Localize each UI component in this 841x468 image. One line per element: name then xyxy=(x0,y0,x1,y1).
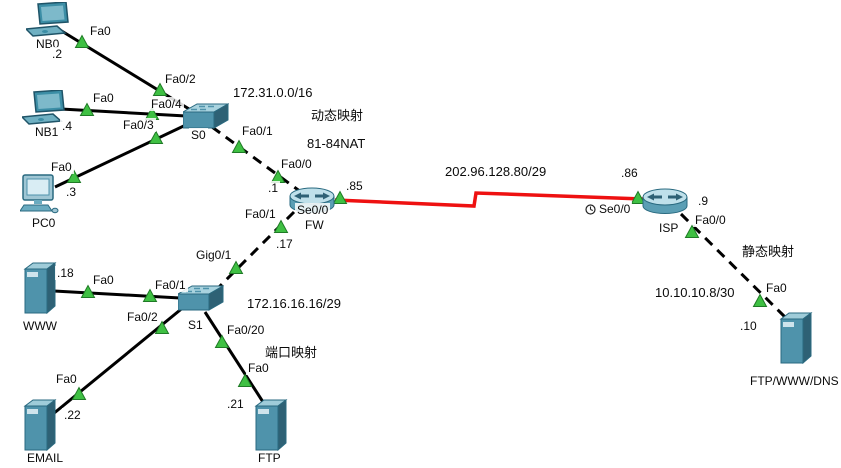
ip-label-fw-fa0-0: .1 xyxy=(266,181,281,195)
device-inet-server[interactable] xyxy=(779,312,813,369)
port-label-pc0-fa0: Fa0 xyxy=(49,160,74,174)
network-label-servernet: 10.10.10.8/30 xyxy=(653,285,737,300)
desktop-icon xyxy=(19,174,59,214)
port-label-s0-fa0-3: Fa0/3 xyxy=(121,118,156,132)
device-label-fw: FW xyxy=(303,218,326,232)
port-label-isp-se0-0: Se0/0 xyxy=(583,202,633,216)
device-s0-switch[interactable] xyxy=(181,103,230,134)
link-email-s1[interactable] xyxy=(52,304,186,416)
network-label-lan: 172.31.0.0/16 xyxy=(231,85,315,100)
status-up-triangle xyxy=(630,190,646,204)
ip-label-isp-fa0-0: .9 xyxy=(696,194,711,208)
device-label-pc0: PC0 xyxy=(30,216,58,230)
clock-icon xyxy=(585,203,596,215)
annotation-static-mapping: 静态映射 xyxy=(740,244,797,259)
port-label-fw-se0-0: Se0/0 xyxy=(295,203,331,217)
link-serial-fw-isp[interactable] xyxy=(334,191,644,208)
router-icon xyxy=(642,188,688,214)
port-label-www-fa0: Fa0 xyxy=(91,273,116,287)
status-up-triangle xyxy=(142,288,158,302)
port-label-ftp-fa0: Fa0 xyxy=(246,361,271,375)
ip-label-www: .18 xyxy=(55,266,76,280)
laptop-icon xyxy=(20,89,65,125)
device-s1-switch[interactable] xyxy=(176,285,225,316)
port-label-nb0-fa0: Fa0 xyxy=(88,24,113,38)
switch-icon xyxy=(176,285,225,311)
device-isp-router[interactable] xyxy=(641,187,689,222)
status-up-triangle xyxy=(273,219,289,233)
ip-label-pc0: .3 xyxy=(64,185,79,199)
server-icon xyxy=(23,262,57,315)
server-icon xyxy=(254,399,288,452)
port-label-s1-gig0-1: Gig0/1 xyxy=(194,248,234,262)
device-pc0-desktop[interactable] xyxy=(19,173,60,222)
switch-icon xyxy=(181,103,230,129)
link-www-s1[interactable] xyxy=(53,289,181,300)
device-www-server[interactable] xyxy=(23,262,57,319)
ip-label-isp-se0-0: .86 xyxy=(619,166,640,180)
port-label-nb1-fa0: Fa0 xyxy=(91,91,116,105)
status-up-triangle xyxy=(71,386,87,400)
port-label-s1-fa0-1: Fa0/1 xyxy=(153,278,188,292)
network-label-dmz: 172.16.16.16/29 xyxy=(245,296,343,311)
port-label-s0-fa0-1: Fa0/1 xyxy=(240,124,275,138)
link-s0-fw[interactable] xyxy=(211,125,302,194)
port-label-s1-fa0-20: Fa0/20 xyxy=(225,323,267,337)
status-up-triangle xyxy=(152,82,168,96)
ip-label-nb1: .4 xyxy=(60,119,75,133)
ip-label-fw-fa0-1: .17 xyxy=(274,237,295,251)
status-up-triangle xyxy=(752,293,768,307)
status-up-triangle xyxy=(74,34,90,48)
status-triangles xyxy=(66,34,768,400)
device-label-nb1: NB1 xyxy=(33,125,61,139)
port-label-s1-fa0-2: Fa0/2 xyxy=(125,310,160,324)
link-nb1-s0[interactable] xyxy=(60,107,187,118)
ip-label-nb0: .2 xyxy=(50,47,65,61)
link-s1-ftp[interactable] xyxy=(203,311,265,403)
status-up-triangle xyxy=(66,169,82,183)
device-ftp-server[interactable] xyxy=(254,399,288,456)
link-isp-inet-server[interactable] xyxy=(679,212,789,321)
server-icon xyxy=(779,312,813,365)
status-up-triangle xyxy=(148,130,164,144)
status-up-triangle xyxy=(79,102,95,116)
ip-label-fw-se0-0: .85 xyxy=(344,179,365,193)
ip-label-email: .22 xyxy=(62,408,83,422)
status-up-triangle xyxy=(332,190,348,204)
status-up-triangle xyxy=(684,224,700,238)
device-nb0-laptop[interactable] xyxy=(24,1,70,45)
status-up-triangle xyxy=(228,260,244,274)
annotation-nat-pool: 81-84NAT xyxy=(305,136,368,151)
device-label-s1: S1 xyxy=(186,318,205,332)
ip-label-inet: .10 xyxy=(738,319,759,333)
status-up-triangle xyxy=(80,284,96,298)
device-nb1-laptop[interactable] xyxy=(20,89,66,133)
port-label-email-fa0: Fa0 xyxy=(54,372,79,386)
device-label-www: WWW xyxy=(21,319,59,333)
port-label-fw-fa0-0: Fa0/0 xyxy=(279,157,314,171)
network-label-wan: 202.96.128.80/29 xyxy=(443,164,549,179)
ip-label-ftp: .21 xyxy=(225,397,246,411)
device-label-email: EMAIL xyxy=(25,451,66,465)
status-up-triangle xyxy=(214,334,230,348)
port-label-inet-fa0: Fa0 xyxy=(764,281,789,295)
device-label-ftp: FTP xyxy=(256,451,283,465)
laptop-icon xyxy=(24,1,69,37)
port-label-isp-fa0-0: Fa0/0 xyxy=(693,213,728,227)
annotation-dynamic-mapping: 动态映射 xyxy=(309,108,366,123)
port-label-fw-fa0-1: Fa0/1 xyxy=(243,207,278,221)
port-label-s0-fa0-2: Fa0/2 xyxy=(163,72,198,86)
port-label-s0-fa0-4: Fa0/4 xyxy=(149,97,184,111)
device-label-s0: S0 xyxy=(189,128,208,142)
port-label-isp-se0-0-text: Se0/0 xyxy=(599,202,631,216)
device-email-server[interactable] xyxy=(23,399,57,456)
annotation-port-mapping: 端口映射 xyxy=(263,345,320,360)
status-up-triangle xyxy=(231,139,247,153)
device-label-isp: ISP xyxy=(657,221,681,235)
status-up-triangle xyxy=(237,373,253,387)
status-up-triangle xyxy=(154,320,170,334)
device-label-inet-server: FTP/WWW/DNS xyxy=(748,374,841,388)
server-icon xyxy=(23,399,57,452)
